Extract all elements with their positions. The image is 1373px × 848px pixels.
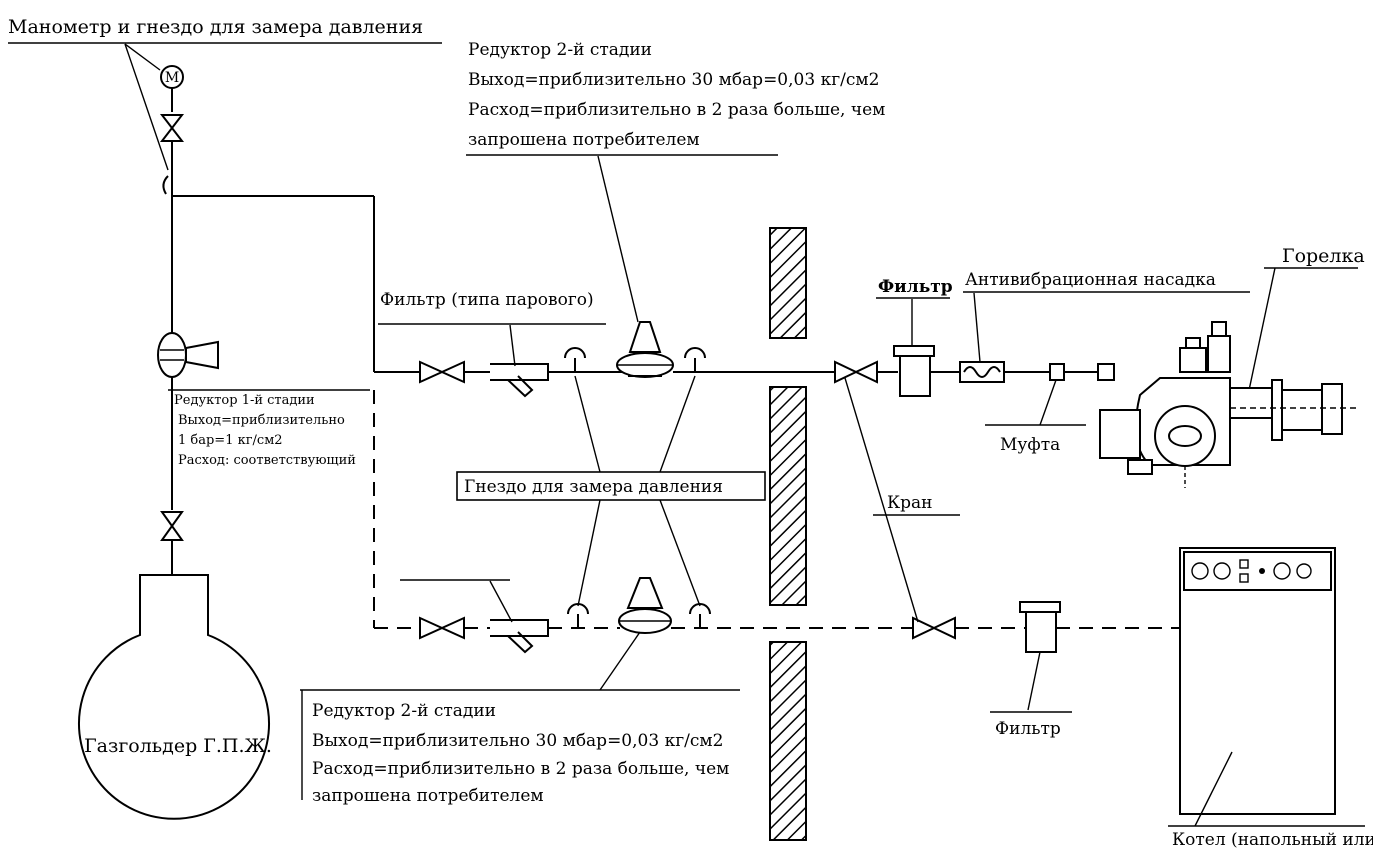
reducer-stage2-bottom: Редуктор 2-й стадии Выход=приблизительно… bbox=[300, 631, 740, 806]
pressure-socket-box bbox=[456, 471, 766, 501]
reducer-stage1-cone-icon bbox=[185, 340, 219, 370]
upper-socket-2-icon bbox=[684, 347, 706, 359]
gasholder-label: Газгольдер Г.П.Ж. bbox=[84, 735, 272, 757]
filter-steam-label: Фильтр (типа парового) bbox=[380, 290, 594, 310]
coupling-label: Муфта bbox=[1000, 435, 1060, 455]
lower-filter-box-leader bbox=[1027, 651, 1041, 711]
coupling-icon bbox=[1049, 363, 1065, 381]
reducer2-bottom-line-3: Расход=приблизительно в 2 раза больше, ч… bbox=[312, 759, 729, 779]
pressure-socket-group: Гнездо для замера давления bbox=[456, 375, 766, 607]
lower-socket-2-icon bbox=[689, 603, 711, 615]
reducer2-bottom-leader bbox=[599, 631, 641, 691]
reducer-stage1-line-4: Расход: соответствующий bbox=[178, 453, 356, 468]
reducer-stage1-line-1: Редуктор 1-й стадии bbox=[174, 393, 315, 408]
filter-steam-leader bbox=[509, 324, 516, 367]
lower-filter-box-icon bbox=[1025, 611, 1057, 653]
burner-icon bbox=[1097, 321, 1360, 488]
boiler-control-panel bbox=[1183, 551, 1332, 591]
upper-right-line: Фильтр Антивибрационная насадка Муфта Го… bbox=[834, 245, 1365, 455]
reducer-stage1-body-icon bbox=[157, 332, 187, 378]
reducer2-bottom-line-1: Редуктор 2-й стадии bbox=[312, 701, 496, 721]
reducer2-top-leader bbox=[597, 155, 639, 323]
manometer-leader-1 bbox=[124, 43, 161, 71]
lower-socket-1-icon bbox=[567, 603, 589, 615]
antivibration-leader bbox=[973, 292, 981, 363]
manometer-valve-icon bbox=[159, 114, 185, 142]
lower-filter-leg bbox=[507, 631, 534, 654]
reducer2-top-line-1: Редуктор 2-й стадии bbox=[468, 40, 652, 60]
manometer-group: Манометр и гнездо для замера давления M bbox=[8, 16, 442, 195]
lower-filter-leader bbox=[489, 580, 513, 623]
valve-label: Кран bbox=[887, 493, 933, 513]
coupling-leader bbox=[1039, 379, 1057, 426]
valve-label-group: Кран bbox=[844, 377, 960, 623]
manometer-leader-2 bbox=[124, 43, 169, 171]
main-valve-icon bbox=[160, 511, 184, 541]
wall bbox=[769, 227, 807, 841]
boiler-icon: Котел (напольный или настенный) bbox=[1168, 547, 1373, 848]
gasholder-body bbox=[78, 574, 270, 820]
gasholder-tank: Газгольдер Г.П.Ж. bbox=[78, 574, 272, 820]
reducer-stage2-top: Редуктор 2-й стадии Выход=приблизительно… bbox=[466, 40, 885, 323]
antivibration-icon bbox=[959, 361, 1005, 383]
reducer2-top-line-2: Выход=приблизительно 30 мбар=0,03 кг/см2 bbox=[468, 70, 879, 90]
upper-branch: Фильтр (типа парового) bbox=[374, 290, 835, 398]
lower-valve-2-icon bbox=[912, 616, 956, 640]
reducer-stage1: Редуктор 1-й стадии Выход=приблизительно… bbox=[157, 332, 370, 468]
wall-segment-1-icon bbox=[769, 227, 807, 339]
boiler-body bbox=[1179, 547, 1336, 815]
upper-reducer-cap-icon bbox=[628, 321, 662, 353]
reducer2-top-line-4: запрошена потребителем bbox=[468, 130, 700, 150]
reducer-stage1-line-2: Выход=приблизительно bbox=[178, 413, 345, 428]
upper-valve-2-icon bbox=[834, 360, 878, 384]
upper-filter-leg bbox=[507, 375, 534, 398]
boiler-label: Котел (напольный или настенный) bbox=[1172, 830, 1373, 848]
pressure-socket-label: Гнездо для замера давления bbox=[464, 477, 723, 497]
vertical-main-pipe bbox=[171, 170, 375, 372]
reducer2-top-line-3: Расход=приблизительно в 2 раза больше, ч… bbox=[468, 100, 885, 120]
reducer-stage1-line-3: 1 бар=1 кг/см2 bbox=[178, 433, 283, 448]
valve-leader bbox=[844, 377, 919, 623]
upper-valve-1-icon bbox=[419, 360, 465, 384]
lower-valve-1-icon bbox=[419, 616, 465, 640]
reducer2-bottom-line-4: запрошена потребителем bbox=[312, 786, 544, 806]
antivibration-label: Антивибрационная насадка bbox=[965, 270, 1216, 290]
filter-top-label: Фильтр bbox=[878, 277, 953, 297]
manometer-hook bbox=[162, 175, 169, 195]
upper-filter-box-icon bbox=[899, 355, 931, 397]
reducer2-bottom-line-2: Выход=приблизительно 30 мбар=0,03 кг/см2 bbox=[312, 731, 723, 751]
filter-bottom-label: Фильтр bbox=[995, 719, 1061, 739]
wall-segment-2-icon bbox=[769, 386, 807, 606]
lower-branch: Фильтр bbox=[373, 390, 1180, 739]
burner-label: Горелка bbox=[1282, 245, 1365, 267]
upper-socket-1-icon bbox=[564, 347, 586, 359]
lower-reducer-cap-icon bbox=[626, 577, 664, 609]
manometer-symbol: M bbox=[165, 70, 179, 86]
burner-leader bbox=[1247, 267, 1276, 396]
boiler-leader bbox=[1194, 751, 1233, 827]
wall-segment-3-icon bbox=[769, 641, 807, 841]
manometer-label: Манометр и гнездо для замера давления bbox=[8, 16, 423, 38]
